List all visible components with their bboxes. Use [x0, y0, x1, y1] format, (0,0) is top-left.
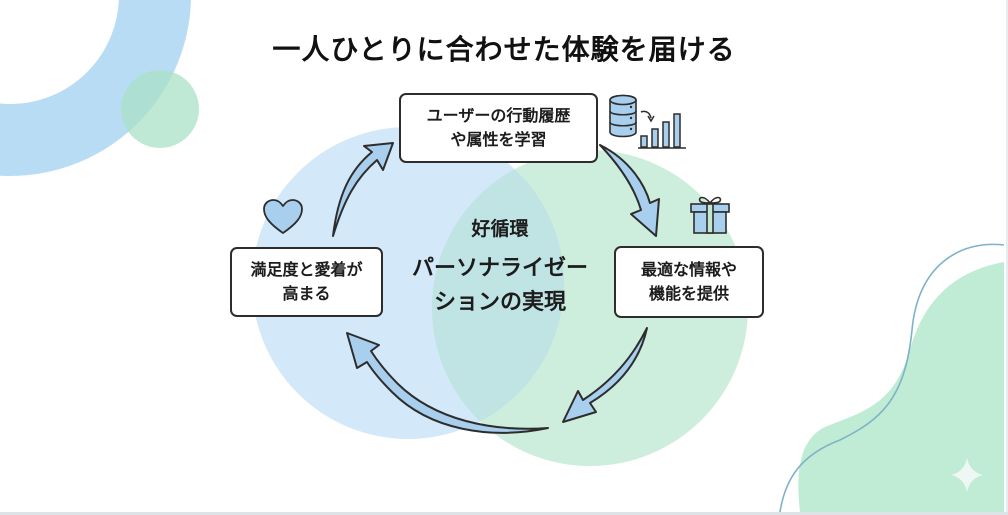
arrow-learn-to-provide [599, 144, 660, 237]
step-satisfy-line2: 高まる [282, 284, 331, 303]
center-main-line1: パーソナライゼー [411, 256, 588, 281]
page-title: 一人ひとりに合わせた体験を届ける [272, 33, 736, 66]
step-learn-line1: ユーザーの行動履歴 [426, 106, 571, 125]
center-subtitle: 好循環 [471, 218, 529, 240]
page-edge-bottom [0, 512, 1008, 515]
arrow-provide-to-bottom [562, 327, 648, 423]
deco-curve-line [779, 243, 1005, 513]
database-chart-icon [609, 94, 686, 149]
page-edge-right [1006, 0, 1008, 515]
center-main-line2: ションの実現 [433, 290, 566, 315]
step-box-provide: 最適な情報や 機能を提供 [614, 246, 764, 318]
arrow-satisfy-to-learn [332, 142, 394, 237]
deco-dot-green [121, 70, 199, 148]
step-box-learn: ユーザーの行動履歴 や属性を学習 [399, 93, 598, 163]
step-box-satisfy: 満足度と愛着が 高まる [230, 247, 383, 317]
venn-overlap [432, 150, 564, 439]
deco-ring-top-left [0, 0, 191, 176]
step-learn-line2: や属性を学習 [450, 130, 547, 149]
gift-icon [690, 196, 730, 234]
sparkle-icon [951, 458, 983, 492]
center-main-label: パーソナライゼー ションの実現 [380, 252, 620, 320]
step-provide-line1: 最適な情報や [640, 260, 737, 279]
step-satisfy-line1: 満足度と愛着が [250, 260, 363, 279]
heart-icon [263, 199, 303, 234]
deco-blob-bottom-right [798, 262, 1004, 512]
arrow-bottom-to-satisfy [346, 332, 549, 434]
step-provide-line2: 機能を提供 [648, 284, 729, 303]
cycle-arrows [332, 142, 660, 434]
